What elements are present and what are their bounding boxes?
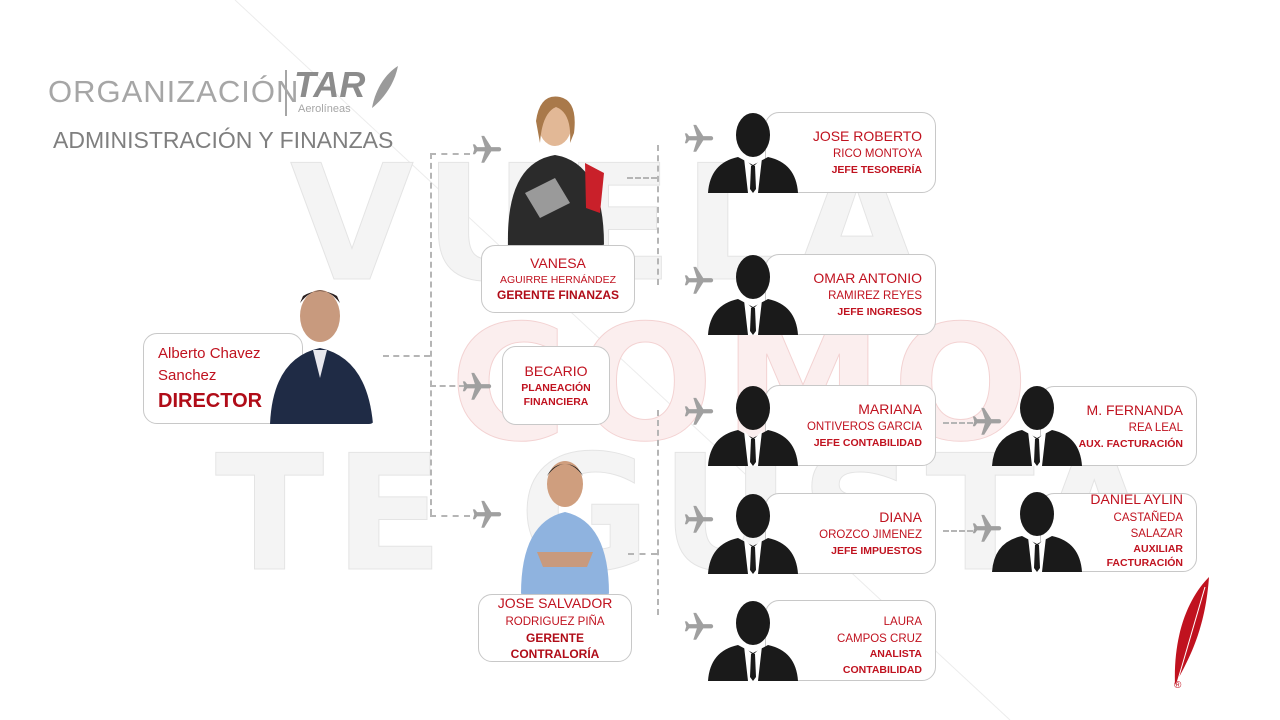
- connector: [430, 515, 470, 517]
- person-text: RICO MONTOYA: [832, 148, 922, 161]
- person-silhouette-icon: [992, 384, 1082, 466]
- page-subtitle: ADMINISTRACIÓN Y FINANZAS: [53, 127, 394, 153]
- airplane-icon: [470, 133, 504, 167]
- jose-salvador-text: JOSE SALVADOR RODRIGUEZ PIÑA GERENTE CONTRA…: [478, 594, 632, 663]
- assistant-0-text: M. FERNANDA REA LEAL AUX. FACTURACIÓN: [1040, 400, 1183, 452]
- person-silhouette-icon: [992, 490, 1082, 572]
- person-text: AUXILIAR: [1133, 542, 1183, 555]
- role: GERENTE FINANZAS: [496, 288, 619, 303]
- person-text: REA LEAL: [1128, 422, 1183, 435]
- person-text: RAMIREZ REYES: [828, 290, 922, 303]
- page-title: ORGANIZACIÓN: [48, 74, 300, 109]
- role: PLANEACIÓN: [521, 381, 591, 394]
- title-divider: [285, 70, 287, 116]
- director-photo: [270, 290, 373, 424]
- role: CONTRALORÍA: [510, 647, 600, 662]
- person-text: DIANA: [879, 509, 922, 525]
- person-text: JEFE TESORERÍA: [831, 163, 922, 176]
- airplane-icon: [682, 395, 716, 429]
- person-text: JEFE CONTABILIDAD: [813, 436, 922, 449]
- director-role: DIRECTOR: [158, 389, 263, 412]
- logo-sub: Aerolíneas: [298, 103, 351, 115]
- vanesa-photo: [507, 96, 604, 245]
- jose-salvador-card: [478, 594, 632, 662]
- airplane-icon: [682, 503, 716, 537]
- first-name: JOSE SALVADOR: [497, 595, 613, 611]
- person-text: ANALISTA: [869, 648, 922, 661]
- assistant-1-text: DANIEL AYLIN CASTAÑEDA SALAZAR AUXILIAR FACT…: [1040, 490, 1183, 571]
- person-text: CONTABILIDAD: [842, 663, 922, 676]
- last-name: RODRIGUEZ PIÑA: [505, 615, 605, 628]
- connector: [628, 553, 657, 555]
- person-silhouette-icon: [708, 384, 798, 466]
- person-text: SALAZAR: [1130, 527, 1183, 540]
- person-silhouette-icon: [708, 492, 798, 574]
- person-silhouette-icon: [708, 599, 798, 681]
- connector: [943, 422, 973, 424]
- connector: [430, 153, 470, 155]
- person-text: DANIEL AYLIN: [1090, 491, 1183, 507]
- staff-0-text: JOSE ROBERTO RICO MONTOYA JEFE TESORERÍA: [765, 126, 922, 178]
- person-text: CAMPOS CRUZ: [837, 632, 922, 645]
- person-silhouette-icon: [708, 111, 798, 193]
- feather-logo-icon: [1174, 577, 1209, 685]
- registered-mark: ®: [1174, 680, 1182, 691]
- person-silhouette-icon: [708, 253, 798, 335]
- person-text: OROZCO JIMENEZ: [819, 529, 922, 542]
- airplane-icon: [682, 122, 716, 156]
- vanesa-card: [481, 245, 635, 313]
- airplane-icon: [460, 370, 494, 404]
- airplane-icon: [682, 264, 716, 298]
- role: GERENTE: [525, 630, 584, 645]
- person-text: AUX. FACTURACIÓN: [1078, 437, 1183, 450]
- airplane-icon: [470, 498, 504, 532]
- person-text: JEFE IMPUESTOS: [831, 544, 922, 557]
- airplane-icon: [970, 512, 1004, 546]
- connector: [430, 385, 465, 387]
- feather-logo-icon: [372, 66, 398, 108]
- first-name: VANESA: [530, 255, 586, 271]
- connector: [627, 177, 657, 179]
- connector: [383, 355, 430, 357]
- person-text: CASTAÑEDA: [1113, 511, 1183, 524]
- airplane-icon: [682, 610, 716, 644]
- person-text: MARIANA: [858, 401, 922, 417]
- connector: [657, 145, 659, 285]
- jose-salvador-photo: [521, 461, 609, 594]
- director-last: Sanchez: [158, 366, 217, 384]
- connector: [657, 410, 659, 615]
- vanesa-text: VANESA AGUIRRE HERNÁNDEZ GERENTE FINANZAS: [481, 254, 635, 303]
- person-text: ONTIVEROS GARCIA: [806, 421, 922, 434]
- becario-text: BECARIO PLANEACIÓN FINANCIERA: [502, 362, 610, 409]
- person-text: JOSE ROBERTO: [812, 128, 922, 144]
- person-text: OMAR ANTONIO: [813, 270, 922, 286]
- staff-1-text: OMAR ANTONIO RAMIREZ REYES JEFE INGRESOS: [765, 268, 922, 320]
- first-name: BECARIO: [524, 363, 588, 379]
- person-text: M. FERNANDA: [1086, 402, 1183, 418]
- person-text: LAURA: [883, 616, 922, 628]
- staff-3-text: DIANA OROZCO JIMENEZ JEFE IMPUESTOS: [765, 507, 922, 559]
- staff-4-text: LAURA CAMPOS CRUZ ANALISTA CONTABILIDAD: [765, 614, 922, 678]
- director-first: Alberto Chavez: [158, 345, 261, 362]
- becario-card: [502, 346, 610, 425]
- connector: [943, 530, 973, 532]
- person-text: FACTURACIÓN: [1106, 557, 1183, 570]
- person-text: JEFE INGRESOS: [837, 305, 922, 318]
- staff-2-text: MARIANA ONTIVEROS GARCIA JEFE CONTABILIDAD: [765, 399, 922, 451]
- connector: [430, 153, 432, 515]
- airplane-icon: [970, 405, 1004, 439]
- logo-text: TAR: [294, 64, 366, 105]
- role: FINANCIERA: [523, 396, 589, 409]
- last-name: AGUIRRE HERNÁNDEZ: [499, 273, 617, 286]
